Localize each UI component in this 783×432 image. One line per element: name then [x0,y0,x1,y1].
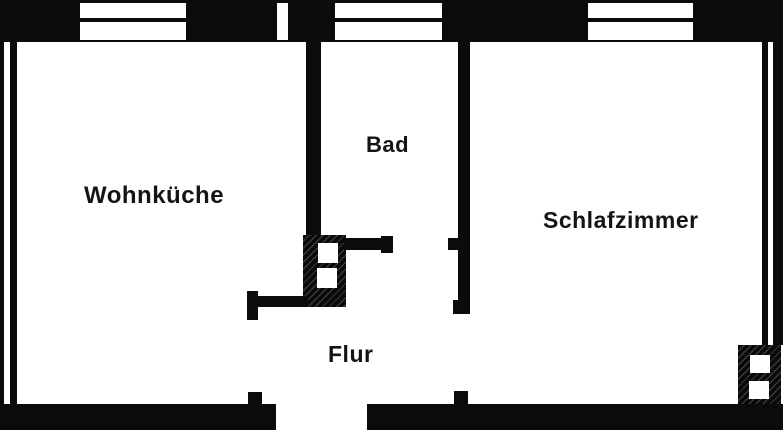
wall-bad-bottom [344,238,382,250]
door-jamb-wohnkueche-bottom [248,392,262,404]
exterior-wall-right-inner [762,42,768,345]
wall-cap-schlafzimmer-lower [453,300,470,314]
door-jamb-bad [381,236,393,253]
shaft-middle [303,235,346,307]
exterior-wall-bottom-right [367,404,783,430]
door-jamb-flur-left [247,291,258,320]
window-glazing-line [588,18,693,22]
shaft-cell [318,243,338,263]
wall-cap-schlafzimmer-upper [448,238,458,250]
room-label-bad: Bad [366,132,410,157]
room-label-schlafzimmer: Schlafzimmer [543,207,699,233]
wall-bad-schlafzimmer [458,42,470,310]
exterior-wall-left-outer [0,42,4,404]
room-label-flur: Flur [328,341,374,367]
exterior-wall-right-outer [773,42,783,345]
shaft-cell [750,355,770,373]
door-opening-wohnkueche [247,320,258,392]
shaft-cell [749,381,769,399]
entrance-opening [276,404,367,430]
exterior-wall-left-inner [10,42,17,404]
room-label-wohnkueche: Wohnküche [84,182,225,209]
door-opening-schlafzimmer [458,314,470,391]
window-wohnkueche [80,3,186,40]
window-glazing-line [80,18,186,22]
window-bad [335,3,442,40]
shaft-cell [317,268,337,288]
window-glazing-line [335,18,442,22]
shaft-bottom-right [738,345,781,404]
wall-stub-schlafzimmer-bottom [454,391,468,404]
window-schlafzimmer [588,3,693,40]
exterior-wall-bottom-left [0,404,276,430]
wall-flue-gap [277,3,288,40]
wall-flur-top [258,296,308,307]
wall-bad-left [306,42,321,236]
door-opening-bad [393,238,448,250]
